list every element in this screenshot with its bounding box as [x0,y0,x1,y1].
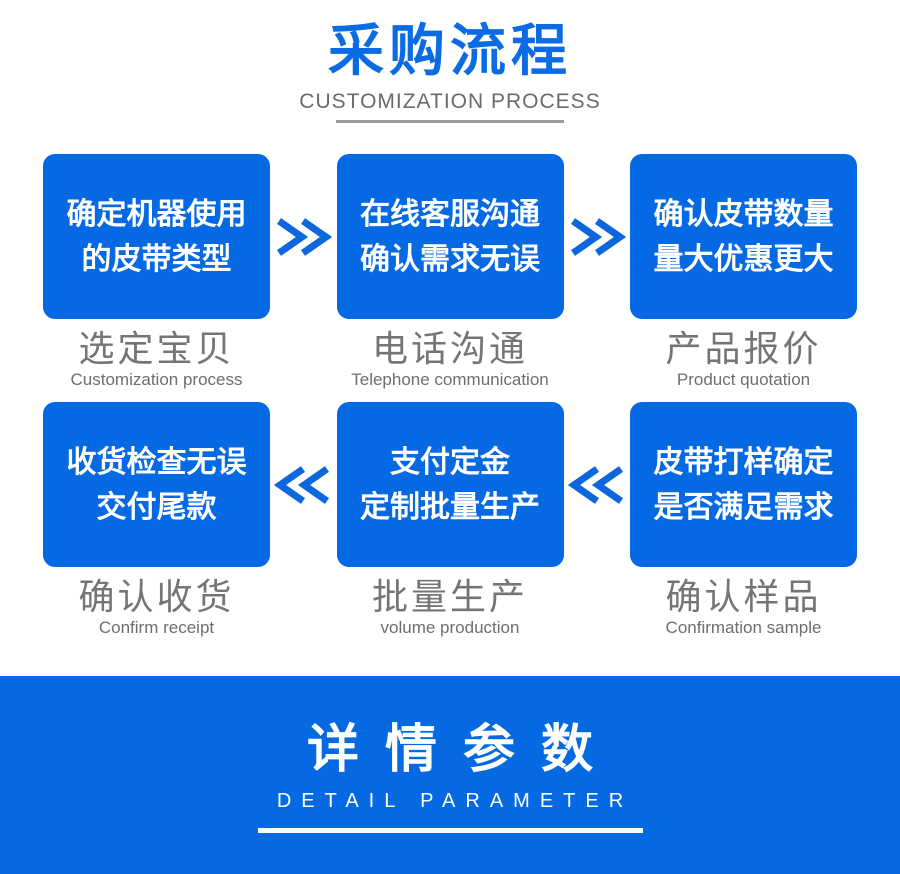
step-label-cn: 电话沟通 [371,329,528,369]
step-label-cn: 产品报价 [665,329,822,369]
step-label-cn: 批量生产 [371,577,528,617]
step-label-cn: 确认样品 [665,577,822,617]
banner-subtitle: DETAIL PARAMETER [276,790,634,812]
banner-title: 详情参数 [306,721,619,779]
step-box-line1: 支付定金 [390,445,510,479]
step-label-en: Customization process [70,370,243,389]
step-label-cn: 确认收货 [78,577,235,617]
step-box-line2: 定制批量生产 [360,490,540,524]
process-header: 采购流程 CUSTOMIZATION PROCESS [0,0,900,123]
step-box-2: 在线客服沟通 确认需求无误 [336,154,564,319]
step-box-line1: 皮带打样确定 [653,445,834,479]
process-step-6: 收货检查无误 交付尾款 确认收货 Confirm receipt [43,402,270,638]
banner-underline [257,828,643,833]
step-box-line1: 确定机器使用 [66,197,247,231]
detail-parameter-banner: 详情参数 DETAIL PARAMETER [0,676,900,874]
process-step-2: 在线客服沟通 确认需求无误 电话沟通 Telephone communicati… [336,154,564,390]
step-box-5: 支付定金 定制批量生产 [336,402,564,567]
step-label-en: Confirm receipt [98,618,215,637]
step-box-line1: 确认皮带数量 [653,197,834,231]
flow-row-2: 收货检查无误 交付尾款 确认收货 Confirm receipt 支付定金 定制… [43,402,857,638]
step-box-6: 收货检查无误 交付尾款 [43,402,270,567]
step-label-en: volume production [380,618,520,637]
double-chevron-left-icon [567,466,626,504]
step-box-line1: 在线客服沟通 [360,197,540,231]
step-box-line2: 量大优惠更大 [653,242,834,276]
double-chevron-left-icon [274,466,332,504]
step-box-3: 确认皮带数量 量大优惠更大 [630,154,857,319]
double-chevron-right-icon [274,218,333,256]
step-box-line2: 交付尾款 [96,490,217,524]
page-subtitle: CUSTOMIZATION PROCESS [299,90,601,113]
step-label-en: Product quotation [676,370,811,389]
step-box-line1: 收货检查无误 [66,445,247,479]
flow-row-1: 确定机器使用 的皮带类型 选定宝贝 Customization process … [43,154,857,390]
step-box-line2: 是否满足需求 [653,490,834,524]
step-box-1: 确定机器使用 的皮带类型 [43,154,270,319]
process-step-5: 支付定金 定制批量生产 批量生产 volume production [336,402,564,638]
step-label-en: Telephone communication [351,370,549,389]
page-title: 采购流程 [328,19,572,82]
step-box-line2: 的皮带类型 [81,242,232,276]
header-underline [336,120,564,123]
process-step-4: 皮带打样确定 是否满足需求 确认样品 Confirmation sample [630,402,857,638]
process-step-3: 确认皮带数量 量大优惠更大 产品报价 Product quotation [630,154,857,390]
step-label-cn: 选定宝贝 [78,329,235,369]
process-step-1: 确定机器使用 的皮带类型 选定宝贝 Customization process [43,154,270,390]
step-box-line2: 确认需求无误 [360,242,540,276]
step-label-en: Confirmation sample [665,618,822,637]
double-chevron-right-icon [568,218,626,256]
step-box-4: 皮带打样确定 是否满足需求 [630,402,857,567]
